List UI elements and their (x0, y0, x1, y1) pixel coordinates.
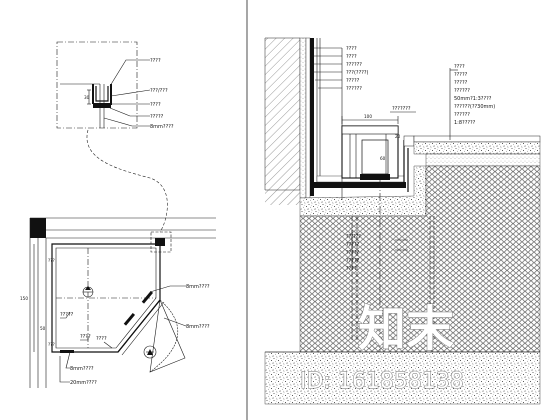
wall-hatch (264, 37, 301, 191)
section-left-label-6: ?????? (346, 86, 362, 92)
detail-label-4: ????? (150, 114, 164, 120)
section-drawing: 100 60 20 ???? ???? ?????? ???(????) ???… (264, 37, 541, 405)
section-right-label-7: ?????? (454, 112, 470, 118)
section-right-label-2: ????? (454, 72, 468, 78)
section-left-label-9: ????? (346, 250, 360, 256)
section-left-label-11: ???? (346, 266, 357, 272)
plan-label-7: 20mm???? (70, 380, 97, 386)
plan-label-3: ????? (60, 312, 74, 318)
section-left-label-1: ???? (346, 46, 357, 52)
enlarged-detail: 30 ???? ???/??? ???? ????? 8mm???? (56, 41, 174, 130)
plan-left-label-1: ??? (48, 258, 55, 263)
detail-label-1: ???? (150, 58, 161, 64)
section-left-label-4: ???(????) (346, 70, 369, 76)
detail-label-5: 8mm???? (150, 124, 174, 130)
callout-curve (86, 129, 168, 233)
section-left-label-8: ????? (346, 242, 360, 248)
watermark-id-text: ID: 161858138 (300, 369, 464, 394)
detail-dim-30: 30 (84, 95, 90, 100)
detail-label-2: ???/??? (150, 88, 168, 94)
watermark-logo-text: 知末 (358, 301, 454, 357)
section-right-label-6: ??????(??30mm) (454, 104, 495, 110)
plan-label-2: 8mm???? (186, 324, 210, 330)
structural-slab (264, 351, 541, 405)
plan-dim-150: 150 (20, 296, 28, 301)
plan-corner-block (30, 218, 46, 238)
top-screed (413, 141, 541, 155)
section-dim-100: 100 (364, 114, 372, 119)
plan-label-5: ???? (96, 336, 107, 342)
detail-label-3: ???? (150, 102, 161, 108)
shower-plan: 150 50 ??? ??? 8mm???? 8mm???? ????? ???… (20, 217, 216, 388)
section-right-label-5: 50mm?1:3???? (454, 96, 492, 102)
section-right-label-8: 1:8????? (454, 120, 476, 126)
section-right-label-4: ?????? (454, 88, 470, 94)
plan-dim-50: 50 (40, 326, 46, 331)
plan-label-4: ???? (80, 334, 91, 340)
section-left-label-3: ?????? (346, 62, 362, 68)
section-left-label-5: ????? (346, 78, 360, 84)
watermark: 知末 ID: 161858138 (300, 301, 465, 395)
plan-left-label-2: ??? (48, 342, 55, 347)
detail-ref-box (150, 231, 172, 253)
detail-frame (56, 41, 138, 129)
section-right-label-3: ????? (454, 80, 468, 86)
section-left-label-2: ???? (346, 54, 357, 60)
section-left-label-7: ??/??? (346, 234, 361, 240)
section-left-label-10: ????? (346, 258, 360, 264)
plan-label-6: 8mm???? (70, 366, 94, 372)
section-right-label-1: ???? (454, 64, 465, 70)
section-mid-label: ??????? (392, 106, 411, 112)
plan-label-1: 8mm???? (186, 284, 210, 290)
section-dim-20: 20 (395, 134, 401, 139)
drain-symbol-2 (143, 345, 157, 359)
section-dim-60: 60 (380, 156, 386, 161)
